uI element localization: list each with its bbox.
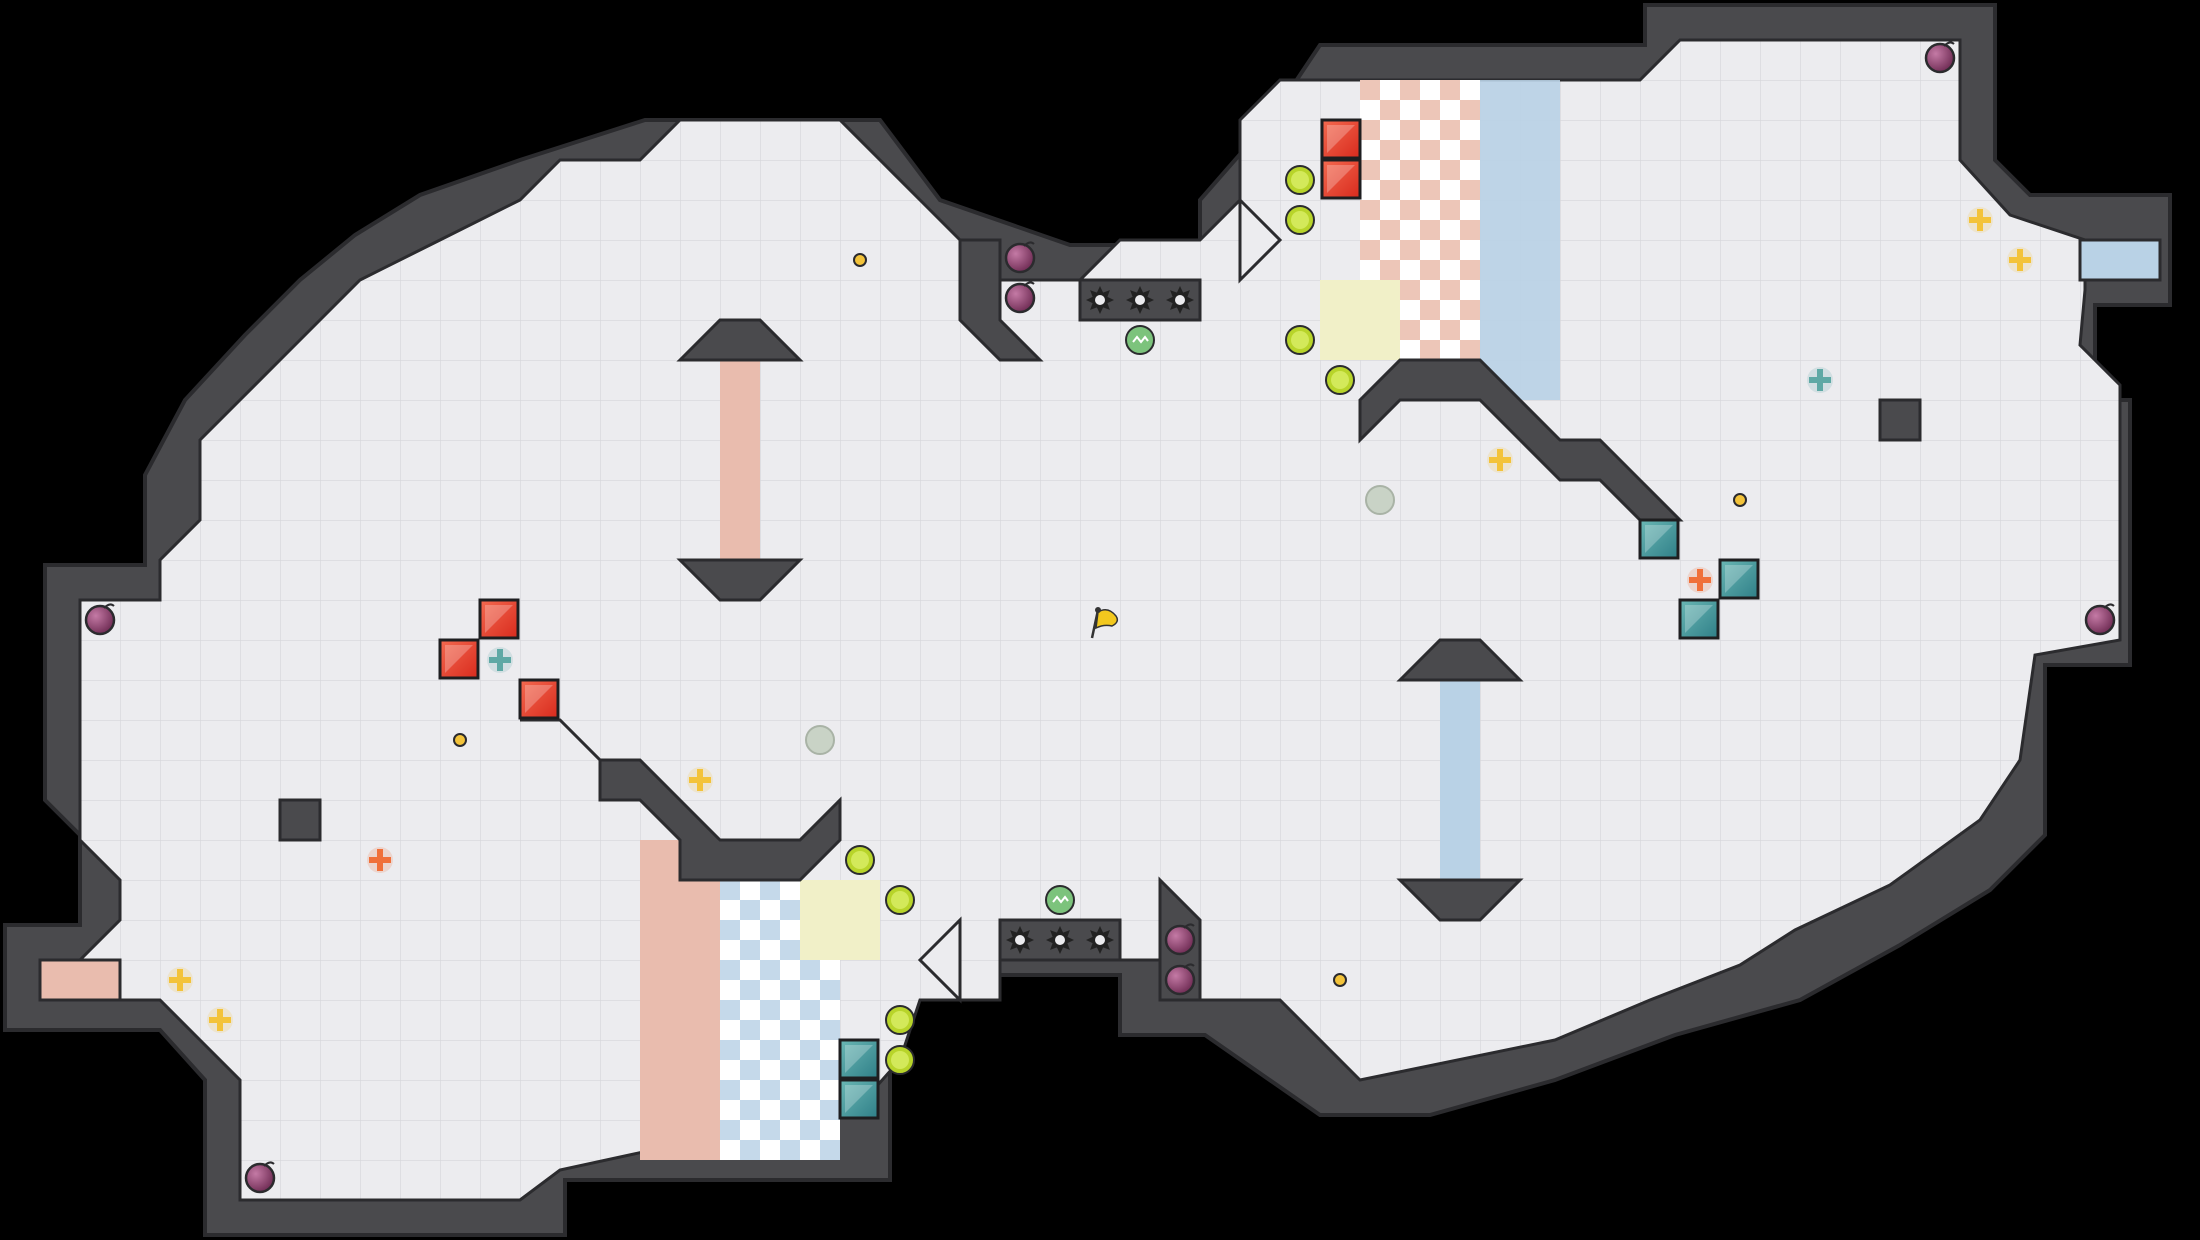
boost-pad-icon bbox=[885, 1045, 915, 1075]
spikes bbox=[1006, 286, 1194, 954]
powerup-icon bbox=[367, 847, 393, 873]
red-block-icon bbox=[478, 598, 520, 640]
token-icon bbox=[853, 253, 867, 267]
boost-pad-icon bbox=[885, 1005, 915, 1035]
spike-icon bbox=[1006, 926, 1034, 954]
spike-icon bbox=[1086, 286, 1114, 314]
red-block-icon bbox=[1320, 118, 1362, 160]
wall-block bbox=[1396, 878, 1524, 922]
wall-block bbox=[676, 558, 804, 602]
blue-block-icon bbox=[1678, 598, 1720, 640]
wall-block bbox=[1878, 398, 1922, 442]
blue-block-icon bbox=[1718, 558, 1760, 600]
neutral-flag-icon[interactable] bbox=[1090, 607, 1119, 639]
blue-block-icon bbox=[838, 1078, 880, 1120]
red-block-icon bbox=[1320, 158, 1362, 200]
powerup-icon bbox=[1487, 447, 1513, 473]
red-end-zone bbox=[640, 840, 720, 1160]
blue-block-icon bbox=[1638, 518, 1680, 560]
spike-icon bbox=[1086, 926, 1114, 954]
powerup-icon bbox=[687, 767, 713, 793]
boost-pad-icon bbox=[1285, 205, 1315, 235]
red-portal-pad bbox=[38, 958, 122, 1002]
bomb-icon bbox=[2084, 603, 2116, 636]
token-icon bbox=[453, 733, 467, 747]
powerup-icon bbox=[1967, 207, 1993, 233]
inner-walls bbox=[278, 196, 1922, 1004]
wall-block bbox=[278, 798, 322, 842]
bombs bbox=[84, 41, 2116, 1194]
misc-objects bbox=[453, 253, 1747, 987]
powerup-icon bbox=[1687, 567, 1713, 593]
team-boost-icon bbox=[1045, 885, 1075, 915]
wall-block bbox=[676, 318, 804, 362]
token-icon bbox=[1733, 493, 1747, 507]
team-blocks bbox=[438, 118, 1760, 1120]
powerup-icon bbox=[207, 1007, 233, 1033]
powerup-icon bbox=[1807, 367, 1833, 393]
red-block-icon bbox=[438, 638, 480, 680]
boost-pad-icon bbox=[845, 845, 875, 875]
powerup-icon bbox=[487, 647, 513, 673]
team-boost-icon bbox=[1125, 325, 1155, 355]
wall-block bbox=[958, 238, 1044, 362]
powerups bbox=[167, 207, 2033, 1033]
boost-pad-icon bbox=[1285, 325, 1315, 355]
spike-icon bbox=[1046, 926, 1074, 954]
bomb-icon bbox=[1164, 963, 1196, 996]
wall-block bbox=[1396, 638, 1524, 682]
powerup-icon bbox=[167, 967, 193, 993]
spike-icon bbox=[1166, 286, 1194, 314]
bomb-icon bbox=[1004, 281, 1036, 314]
blue-gate-zone bbox=[1440, 680, 1480, 880]
wall-gap bbox=[917, 916, 962, 1004]
blue-portal-pad bbox=[2078, 238, 2162, 282]
bomb-icon bbox=[1164, 923, 1196, 956]
boost-pad-icon bbox=[1325, 365, 1355, 395]
spike-icon bbox=[1126, 286, 1154, 314]
portal-icon bbox=[805, 725, 835, 755]
wall-block bbox=[520, 718, 842, 882]
red-block-icon bbox=[518, 678, 560, 720]
bomb-icon bbox=[244, 1161, 276, 1194]
neutral-zone bbox=[800, 880, 880, 960]
portal-icon bbox=[1365, 485, 1395, 515]
blue-block-icon bbox=[838, 1038, 880, 1080]
bomb-icon bbox=[1004, 241, 1036, 274]
bomb-icon bbox=[1924, 41, 1956, 74]
wall-gap bbox=[1238, 196, 1283, 284]
team-zones bbox=[38, 80, 2162, 1160]
blue-end-zone bbox=[1480, 80, 1560, 400]
powerup-icon bbox=[2007, 247, 2033, 273]
neutral-zone bbox=[1320, 280, 1400, 360]
token-icon bbox=[1333, 973, 1347, 987]
bomb-icon bbox=[84, 603, 116, 636]
boost-pad-icon bbox=[885, 885, 915, 915]
map-body bbox=[3, 3, 2172, 1237]
boost-pad-icon bbox=[1285, 165, 1315, 195]
red-gate-zone bbox=[720, 360, 760, 560]
boosts bbox=[845, 165, 1355, 1075]
